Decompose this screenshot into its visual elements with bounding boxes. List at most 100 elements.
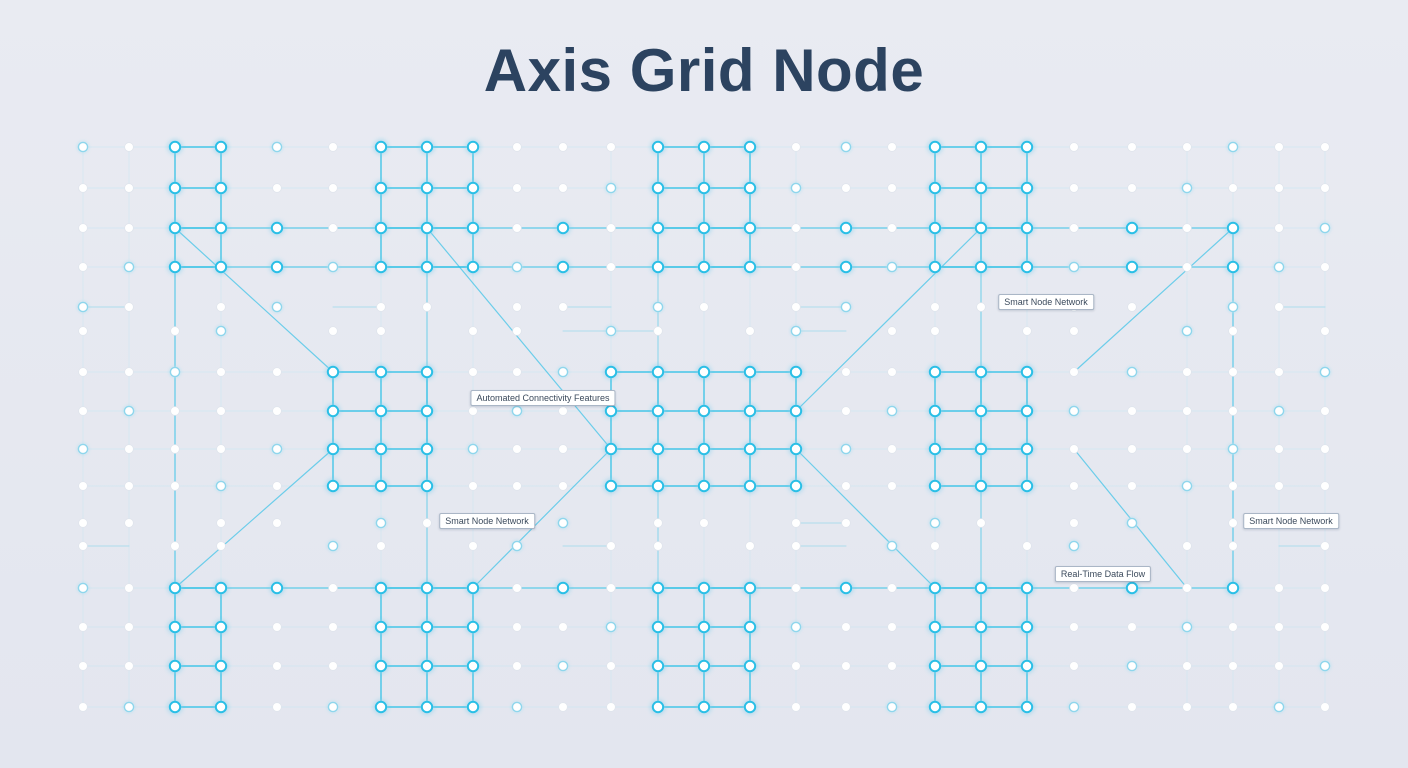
active-node (1020, 700, 1034, 714)
active-node (420, 365, 434, 379)
active-node (214, 181, 228, 195)
idle-node (841, 661, 851, 671)
active-node (168, 700, 182, 714)
active-node (974, 140, 988, 154)
idle-node (1127, 302, 1137, 312)
page-title: Axis Grid Node (483, 37, 925, 104)
idle-node (1228, 367, 1238, 377)
active-node (168, 221, 182, 235)
active-node (420, 260, 434, 274)
active-node (374, 260, 388, 274)
idle-node (1228, 326, 1238, 336)
idle-node (272, 661, 282, 671)
idle-node (558, 702, 568, 712)
idle-node (272, 481, 282, 491)
idle-node (512, 481, 522, 491)
active-node (974, 181, 988, 195)
idle-node (841, 406, 851, 416)
active-node (928, 404, 942, 418)
active-node (789, 404, 803, 418)
idle-node (791, 541, 801, 551)
active-node (1125, 221, 1139, 235)
active-node (743, 700, 757, 714)
idle-node (1320, 262, 1330, 272)
idle-node (78, 481, 88, 491)
linked-node (511, 701, 523, 713)
active-node (743, 659, 757, 673)
idle-node (1320, 702, 1330, 712)
idle-node (328, 223, 338, 233)
active-node (651, 140, 665, 154)
linked-node (652, 301, 664, 313)
active-node (697, 620, 711, 634)
active-node (974, 581, 988, 595)
active-node (1020, 659, 1034, 673)
linked-node (123, 405, 135, 417)
idle-node (1320, 622, 1330, 632)
active-node (466, 659, 480, 673)
active-node (928, 260, 942, 274)
active-node (168, 620, 182, 634)
active-node (839, 260, 853, 274)
idle-node (1182, 661, 1192, 671)
idle-node (78, 223, 88, 233)
idle-node (841, 183, 851, 193)
linked-node (557, 366, 569, 378)
active-node (974, 365, 988, 379)
idle-node (841, 702, 851, 712)
active-node (168, 581, 182, 595)
active-node (1020, 581, 1034, 595)
linked-node (511, 405, 523, 417)
diagonal-link (472, 448, 612, 589)
active-node (214, 260, 228, 274)
active-node (743, 620, 757, 634)
idle-node (78, 326, 88, 336)
idle-node (1069, 444, 1079, 454)
linked-node (557, 660, 569, 672)
active-node (466, 700, 480, 714)
linked-node (1126, 517, 1138, 529)
idle-node (78, 518, 88, 528)
idle-node (272, 406, 282, 416)
linked-node (605, 621, 617, 633)
idle-node (78, 406, 88, 416)
active-node (1020, 181, 1034, 195)
active-node (928, 659, 942, 673)
nodes (77, 140, 1331, 714)
idle-node (170, 541, 180, 551)
label-smart-node-network-top: Smart Node Network (998, 294, 1094, 310)
linked-node (77, 301, 89, 313)
idle-node (606, 583, 616, 593)
idle-node (887, 622, 897, 632)
idle-node (1127, 406, 1137, 416)
diagonal-link (426, 227, 612, 450)
idle-node (1320, 583, 1330, 593)
idle-node (1274, 444, 1284, 454)
idle-node (512, 444, 522, 454)
active-node (651, 442, 665, 456)
idle-node (1182, 541, 1192, 551)
idle-node (376, 326, 386, 336)
idle-node (422, 302, 432, 312)
idle-node (653, 541, 663, 551)
active-node (420, 581, 434, 595)
active-node (420, 700, 434, 714)
active-node (651, 260, 665, 274)
idle-node (512, 367, 522, 377)
active-node (168, 181, 182, 195)
idle-node (124, 367, 134, 377)
idle-node (216, 444, 226, 454)
idle-node (1320, 406, 1330, 416)
idle-node (1069, 142, 1079, 152)
active-node (743, 581, 757, 595)
idle-node (699, 518, 709, 528)
active-node (604, 404, 618, 418)
idle-node (328, 661, 338, 671)
active-node (466, 581, 480, 595)
active-node (697, 659, 711, 673)
idle-node (124, 661, 134, 671)
active-node (466, 181, 480, 195)
idle-node (1069, 367, 1079, 377)
